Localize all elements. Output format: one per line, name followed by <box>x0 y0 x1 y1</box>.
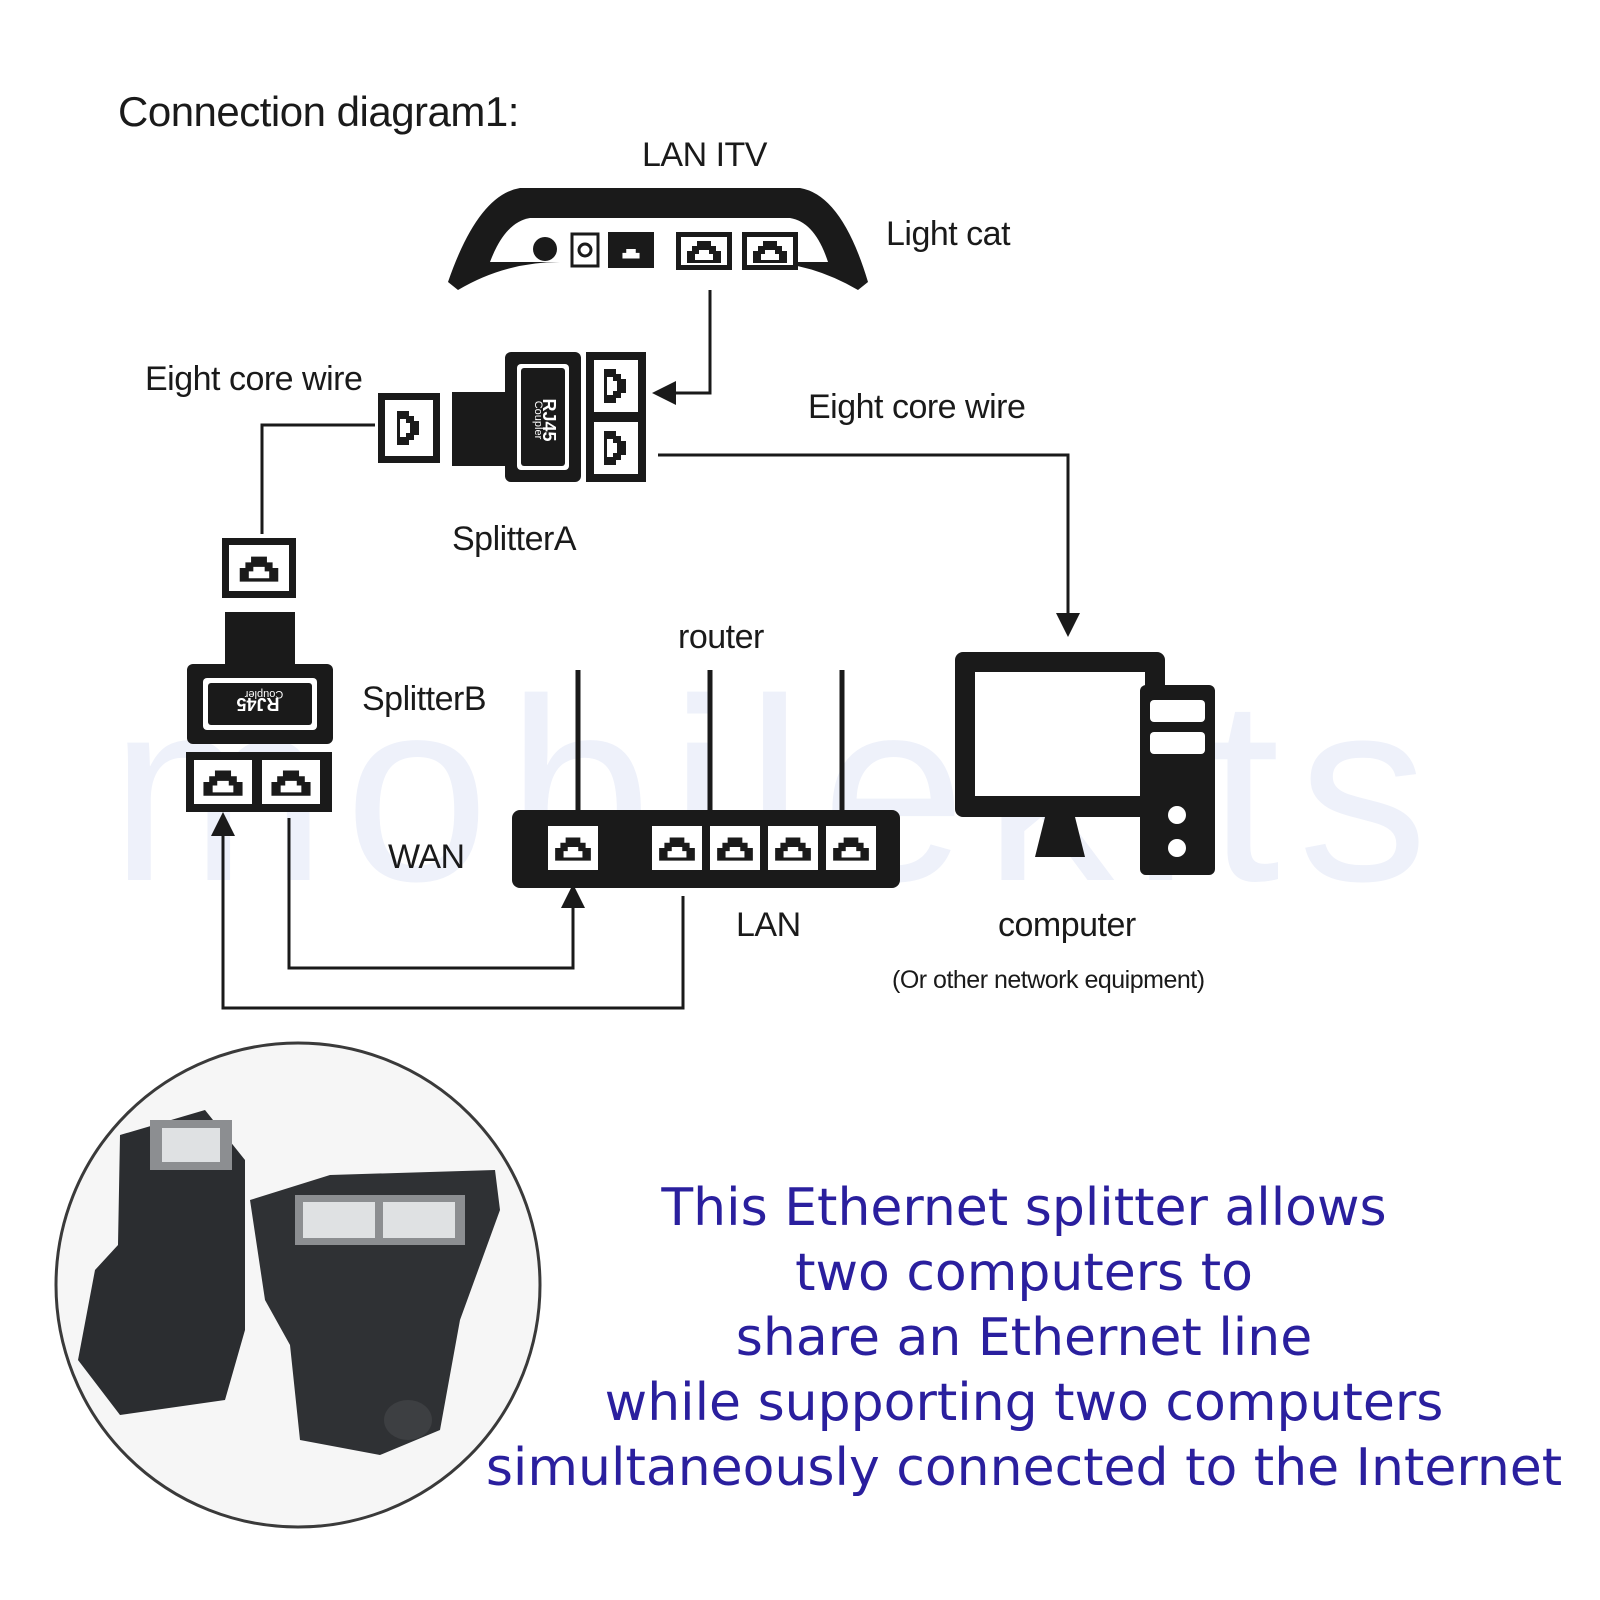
splitter-b: RJ45 Coupler <box>186 538 333 812</box>
coupler-sub-label-a: Coupler <box>532 401 544 440</box>
splitter-a: RJ45 Coupler <box>378 352 646 482</box>
product-photo <box>54 1041 542 1529</box>
caption-line: share an Ethernet line <box>735 1308 1313 1368</box>
light-cat-label: Light cat <box>886 215 1011 253</box>
wires <box>211 290 1080 1010</box>
diagram-title: Connection diagram1: <box>118 88 519 135</box>
caption-line: while supporting two computers <box>604 1373 1444 1433</box>
splitter-a-label: SplitterA <box>452 520 577 558</box>
lan-itv-label: LAN ITV <box>642 136 767 174</box>
computer-note-label: (Or other network equipment) <box>892 966 1205 994</box>
caption: This Ethernet splitter allows two comput… <box>470 1176 1578 1501</box>
lan-label: LAN <box>736 906 801 944</box>
caption-line: This Ethernet splitter allows <box>661 1178 1387 1238</box>
eight-core-wire-left-label: Eight core wire <box>145 360 363 398</box>
splitter-b-label: SplitterB <box>362 680 487 718</box>
computer-label: computer <box>998 906 1136 944</box>
eight-core-wire-right-label: Eight core wire <box>808 388 1026 426</box>
coupler-label-a: RJ45 <box>539 398 559 441</box>
caption-line: two computers to <box>795 1243 1253 1303</box>
coupler-label-b: RJ45 <box>236 694 279 714</box>
computer <box>955 652 1215 875</box>
light-cat-modem <box>448 188 868 290</box>
router-label: router <box>678 618 764 656</box>
router <box>512 670 900 888</box>
caption-line: simultaneously connected to the Internet <box>485 1438 1563 1498</box>
wan-label: WAN <box>388 838 465 876</box>
coupler-sub-label-b: Coupler <box>244 688 283 700</box>
